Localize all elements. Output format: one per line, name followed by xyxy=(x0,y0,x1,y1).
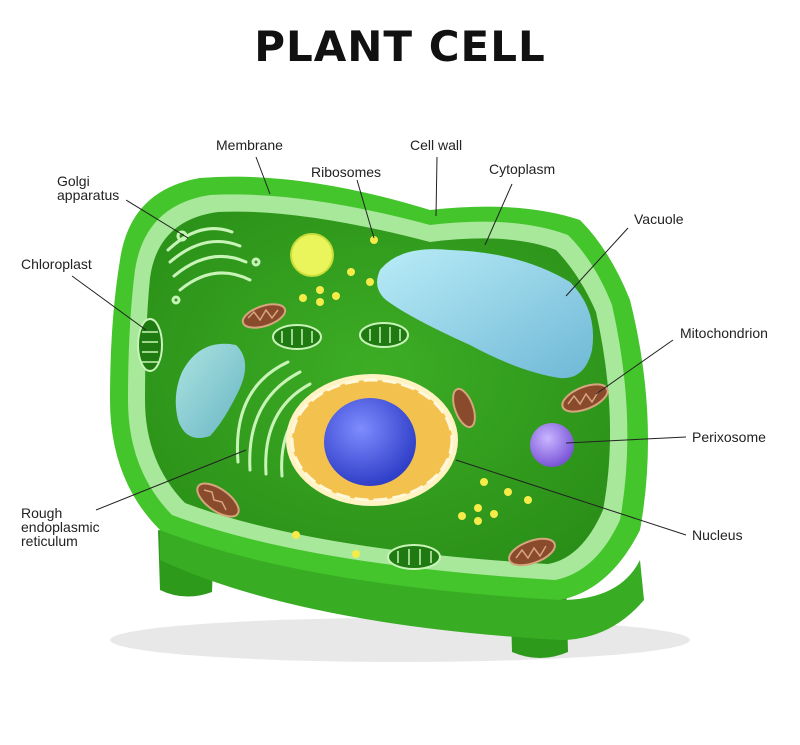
golgi-apparatus xyxy=(166,227,261,305)
label-perixosome: Perixosome xyxy=(692,429,766,445)
label-chloroplast: Chloroplast xyxy=(21,256,92,272)
mitochondrion-bottom xyxy=(508,537,556,567)
small-vacuole xyxy=(175,343,246,438)
yellow-vesicle xyxy=(290,233,334,277)
label-vacuole: Vacuole xyxy=(634,211,684,227)
label-golgi-line1: Golgi xyxy=(57,173,90,189)
label-rough-er-line2: endoplasmic xyxy=(21,519,100,535)
chloroplast-center xyxy=(359,322,409,348)
mitochondrion-right xyxy=(561,383,609,413)
perixosome xyxy=(530,423,574,467)
ribosomes xyxy=(292,236,532,558)
cell-wall-front xyxy=(160,520,644,640)
mitochondrion-top xyxy=(241,303,287,329)
chloroplast-left xyxy=(137,318,163,372)
label-rough-er-line3: reticulum xyxy=(21,533,78,549)
label-membrane: Membrane xyxy=(216,137,283,153)
diagram-title: PLANT CELL xyxy=(254,22,546,71)
mitochondrion-center xyxy=(452,387,476,429)
label-ribosomes: Ribosomes xyxy=(311,164,381,180)
label-nucleus: Nucleus xyxy=(692,527,743,543)
leader-lines xyxy=(71,156,687,536)
label-mitochondrion: Mitochondrion xyxy=(680,325,768,341)
chloroplast-top xyxy=(272,324,322,350)
label-cytoplasm: Cytoplasm xyxy=(489,161,555,177)
nucleus xyxy=(286,374,458,506)
chloroplast-bottom xyxy=(387,544,441,570)
label-cell-wall: Cell wall xyxy=(410,137,462,153)
mitochondrion-left xyxy=(196,482,240,518)
label-golgi-line2: apparatus xyxy=(57,187,119,203)
label-rough-er-line1: Rough xyxy=(21,505,62,521)
vacuole xyxy=(377,249,594,379)
